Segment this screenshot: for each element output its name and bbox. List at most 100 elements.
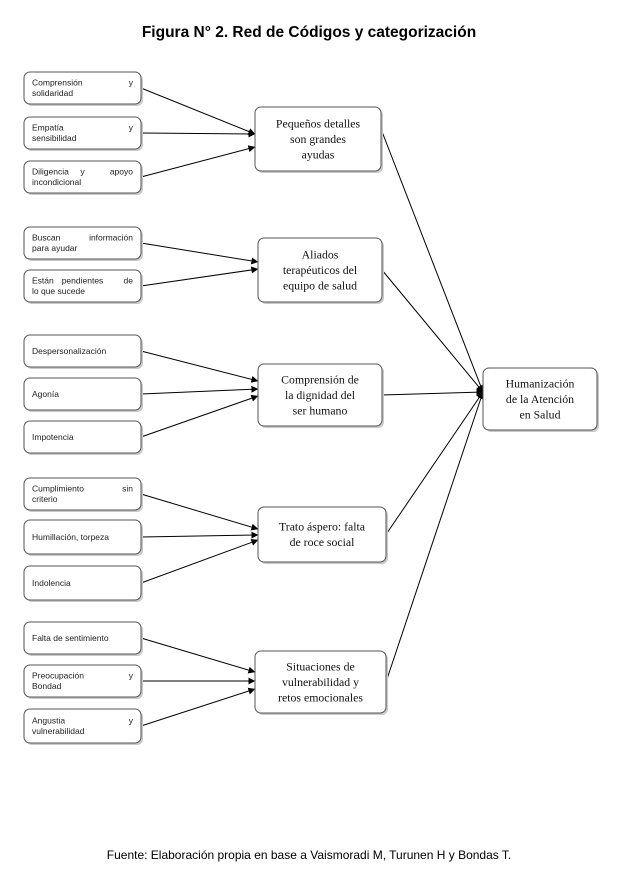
code-angustia-y-vulnerabilidad-frame	[23, 708, 142, 744]
code-diligencia-y-apoyo-incondicional-frame	[23, 160, 142, 194]
code-falta-de-sentimiento-word: Falta de sentimiento	[32, 633, 109, 643]
code-preocupacion-y-bondad-word: Bondad	[32, 681, 62, 691]
code-comprension-y-solidaridad-line: solidaridad	[32, 88, 73, 98]
code-diligencia-y-apoyo-incondicional-word: y	[80, 167, 85, 177]
arrow-category-aliados-to-central	[381, 269, 484, 393]
code-cumplimiento-sin-criterio-frame	[23, 477, 142, 511]
code-indolencia-frame	[23, 565, 142, 601]
code-cumplimiento-sin-criterio-word: Cumplimiento	[32, 484, 84, 494]
category-trato-aspero-falta-line: Trato áspero: falta	[279, 520, 366, 534]
code-estan-pendientes-de-lo-que-sucede-word: pendientes	[62, 276, 104, 286]
figure-title: Figura N° 2. Red de Códigos y categoriza…	[141, 24, 477, 41]
arrow-code-buscan-informacion-para-ayudar-to-category-aliados	[140, 242, 259, 265]
code-comprension-y-solidaridad-word: Comprensión	[32, 78, 83, 88]
code-agonia-frame	[23, 377, 142, 411]
code-humillacion-torpeza-word: Humillación,	[32, 532, 78, 542]
category-comprension-de-frame	[257, 363, 383, 427]
arrow-category-situaciones-de-to-central	[385, 391, 485, 683]
code-diligencia-y-apoyo-incondicional-line: incondicional	[32, 177, 81, 187]
code-falta-de-sentimiento-line: Falta de sentimiento	[32, 633, 109, 643]
code-cumplimiento-sin-criterio-word: sin	[122, 484, 133, 494]
code-estan-pendientes-de-lo-que-sucede-line: lo que sucede	[32, 286, 85, 296]
category-aliados-frame	[257, 237, 383, 303]
code-falta-de-sentimiento-box: Falta de sentimiento	[23, 621, 143, 656]
category-situaciones-de-line: Situaciones de	[286, 659, 354, 673]
code-buscan-informacion-para-ayudar-frame	[23, 226, 142, 260]
code-estan-pendientes-de-lo-que-sucede-frame	[23, 269, 142, 303]
code-buscan-informacion-para-ayudar-word: para ayudar	[32, 243, 78, 253]
arrow-code-diligencia-y-apoyo-incondicional-to-category-pequenos-detalles	[140, 145, 256, 178]
code-preocupacion-y-bondad-word: y	[129, 671, 134, 681]
category-pequenos-detalles-line: ayudas	[302, 147, 335, 161]
code-buscan-informacion-para-ayudar-box: Buscan información para ayudar	[23, 226, 143, 261]
code-humillacion-torpeza-box: Humillación, torpeza	[23, 519, 143, 556]
code-angustia-y-vulnerabilidad-word: Angustia	[32, 716, 65, 726]
code-empatia-y-sensibilidad-word: sensibilidad	[32, 133, 77, 143]
category-situaciones-de-frame	[254, 650, 387, 714]
arrow-code-despersonalizacion-to-category-comprension-de	[140, 350, 259, 383]
arrow-category-pequenos-detalles-to-central	[380, 128, 484, 393]
category-comprension-de-line: la dignidad del	[285, 388, 356, 402]
category-aliados-line: Aliados	[302, 247, 339, 261]
central-category-frame	[482, 367, 598, 431]
code-impotencia-line: Impotencia	[32, 432, 74, 442]
code-buscan-informacion-para-ayudar-word: información	[89, 233, 133, 243]
category-aliados-line: equipo de salud	[283, 278, 357, 292]
code-despersonalizacion-box: Despersonalización	[23, 334, 143, 369]
code-cumplimiento-sin-criterio-box: Cumplimiento sin criterio	[23, 477, 143, 512]
code-despersonalizacion-word: Despersonalización	[32, 346, 106, 356]
code-falta-de-sentimiento-frame	[23, 621, 142, 655]
code-buscan-informacion-para-ayudar-word: Buscan	[32, 233, 61, 243]
arrow-code-cumplimiento-sin-criterio-to-category-trato-aspero-falta	[140, 493, 259, 531]
code-cumplimiento-sin-criterio-word: criterio	[32, 494, 58, 504]
category-pequenos-detalles-frame	[254, 106, 382, 172]
category-comprension-de-line: Comprensión de	[281, 372, 359, 386]
code-indolencia-word: Indolencia	[32, 578, 71, 588]
code-preocupacion-y-bondad-line: Bondad	[32, 681, 62, 691]
code-estan-pendientes-de-lo-que-sucede-word: lo que sucede	[32, 286, 85, 296]
category-pequenos-detalles-line: Pequeños detalles	[276, 116, 361, 130]
code-angustia-y-vulnerabilidad-word: vulnerabilidad	[32, 726, 85, 736]
code-angustia-y-vulnerabilidad-box: Angustia y vulnerabilidad	[23, 708, 143, 745]
central-category-line: en Salud	[520, 407, 561, 421]
central-category-line: Humanización	[506, 376, 575, 390]
code-despersonalizacion-line: Despersonalización	[32, 346, 106, 356]
code-empatia-y-sensibilidad-frame	[23, 116, 142, 150]
arrow-code-humillacion-torpeza-to-category-trato-aspero-falta	[140, 531, 259, 539]
category-aliados-line: terapéuticos del	[283, 263, 358, 277]
code-agonia-line: Agonía	[32, 389, 59, 399]
code-diligencia-y-apoyo-incondicional-word: Diligencia	[32, 167, 69, 177]
code-humillacion-torpeza-word: torpeza	[78, 532, 109, 542]
arrow-code-impotencia-to-category-comprension-de	[140, 394, 259, 438]
category-trato-aspero-falta-line: de roce social	[290, 535, 356, 549]
code-diligencia-y-apoyo-incondicional-box: Diligencia y apoyo incondicional	[23, 160, 143, 195]
code-empatia-y-sensibilidad-word: Empatía	[32, 123, 64, 133]
code-preocupacion-y-bondad-frame	[23, 664, 142, 698]
code-comprension-y-solidaridad-frame	[23, 71, 142, 105]
code-diligencia-y-apoyo-incondicional-word: apoyo	[110, 167, 133, 177]
arrow-code-comprension-y-solidaridad-to-category-pequenos-detalles	[140, 87, 256, 135]
arrow-code-agonia-to-category-comprension-de	[140, 385, 259, 395]
connector-layer	[140, 87, 485, 727]
category-situaciones-de-line: retos emocionales	[278, 690, 363, 704]
code-angustia-y-vulnerabilidad-word: y	[129, 716, 134, 726]
central-category-line: de la Atención	[506, 392, 574, 406]
arrow-code-indolencia-to-category-trato-aspero-falta	[140, 539, 259, 584]
code-despersonalizacion-frame	[23, 334, 142, 368]
category-comprension-de-line: ser humano	[293, 403, 348, 417]
code-comprension-y-solidaridad-word: solidaridad	[32, 88, 73, 98]
category-trato-aspero-falta-frame	[257, 506, 387, 563]
code-indolencia-box: Indolencia	[23, 565, 143, 602]
category-situaciones-de-line: vulnerabilidad y	[282, 675, 359, 689]
